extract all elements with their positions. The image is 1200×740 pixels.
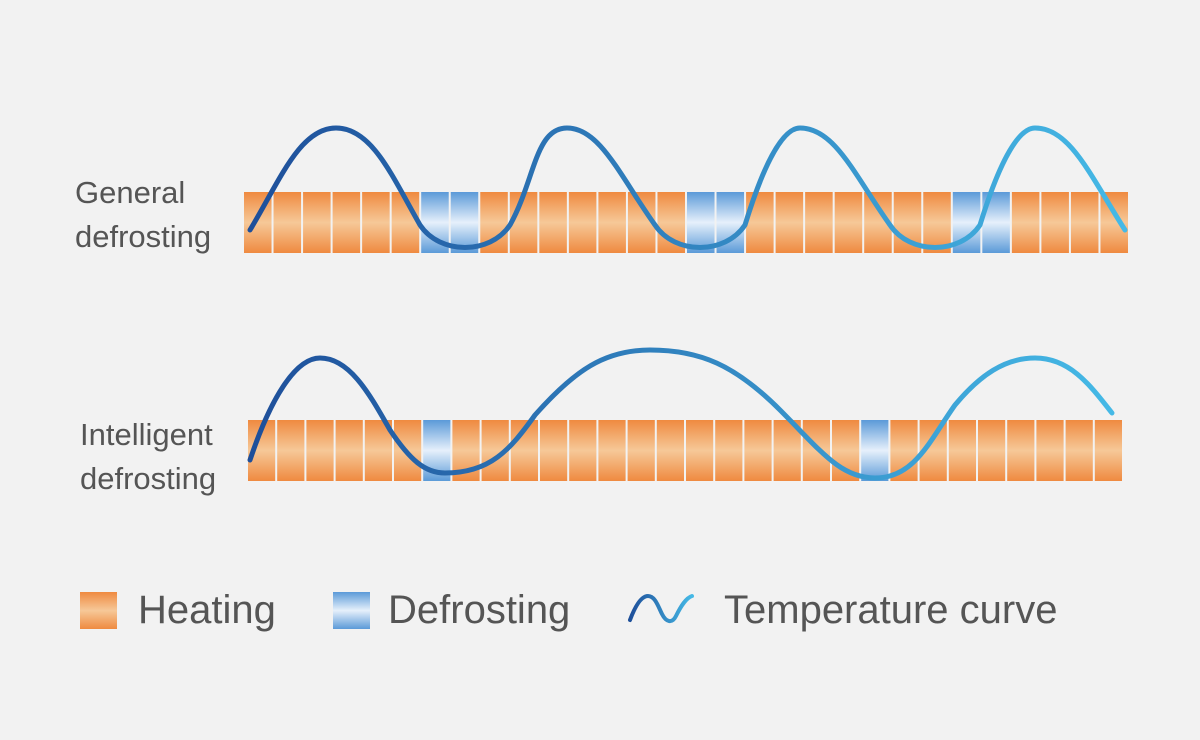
intelligent-defrosting-segment <box>861 420 889 481</box>
general-heating-segment <box>834 192 863 253</box>
general-heating-segment <box>539 192 567 253</box>
intelligent-temperature-curve <box>247 347 1115 481</box>
intelligent-heating-segment <box>978 420 1006 481</box>
general-temperature-curve <box>247 125 1128 250</box>
legend-temperature-curve-label: Temperature curve <box>724 588 1058 632</box>
intelligent-heating-segment <box>686 420 714 481</box>
general-heating-segment <box>332 192 361 253</box>
legend-heating-label: Heating <box>138 588 276 632</box>
general-defrosting-bar <box>244 192 1128 253</box>
intelligent-heating-segment <box>744 420 772 481</box>
intelligent-heating-segment <box>1036 420 1064 481</box>
intelligent-heating-segment <box>656 420 684 481</box>
general-heating-segment <box>1041 192 1069 253</box>
intelligent-heating-segment <box>306 420 334 481</box>
general-defrosting-segment <box>687 192 715 253</box>
intelligent-label-line2: defrosting <box>80 461 217 496</box>
intelligent-heating-segment <box>540 420 568 481</box>
intelligent-defrosting-label: Intelligent defrosting <box>80 413 216 501</box>
general-heating-segment <box>598 192 626 253</box>
general-heating-segment <box>273 192 302 253</box>
intelligent-heating-segment <box>802 420 830 481</box>
general-heating-segment <box>1011 192 1040 253</box>
intelligent-heating-segment <box>627 420 655 481</box>
intelligent-heating-segment <box>1094 420 1122 481</box>
legend-wave-icon <box>628 593 694 623</box>
general-label-line1: General <box>75 175 186 210</box>
intelligent-label-line1: Intelligent <box>80 417 213 452</box>
general-heating-segment <box>362 192 390 253</box>
intelligent-heating-segment <box>715 420 743 481</box>
intelligent-defrosting-bar <box>248 420 1122 481</box>
general-heating-segment <box>775 192 804 253</box>
intelligent-heating-segment <box>1007 420 1035 481</box>
general-heating-segment <box>509 192 538 253</box>
general-heating-segment <box>1070 192 1099 253</box>
general-heating-segment <box>923 192 951 253</box>
general-defrosting-label: General defrosting <box>75 171 211 259</box>
general-heating-segment <box>805 192 833 253</box>
intelligent-heating-segment <box>569 420 597 481</box>
intelligent-heating-segment <box>335 420 363 481</box>
intelligent-heating-segment <box>948 420 976 481</box>
legend-defrosting-swatch <box>333 592 370 629</box>
legend-heating-swatch <box>80 592 117 629</box>
general-defrosting-segment <box>450 192 479 253</box>
intelligent-heating-segment <box>1065 420 1093 481</box>
intelligent-heating-segment <box>277 420 305 481</box>
legend-defrosting-label: Defrosting <box>388 588 571 632</box>
general-label-line2: defrosting <box>75 219 212 254</box>
general-heating-segment <box>303 192 331 253</box>
general-heating-segment <box>568 192 597 253</box>
intelligent-heating-segment <box>598 420 626 481</box>
